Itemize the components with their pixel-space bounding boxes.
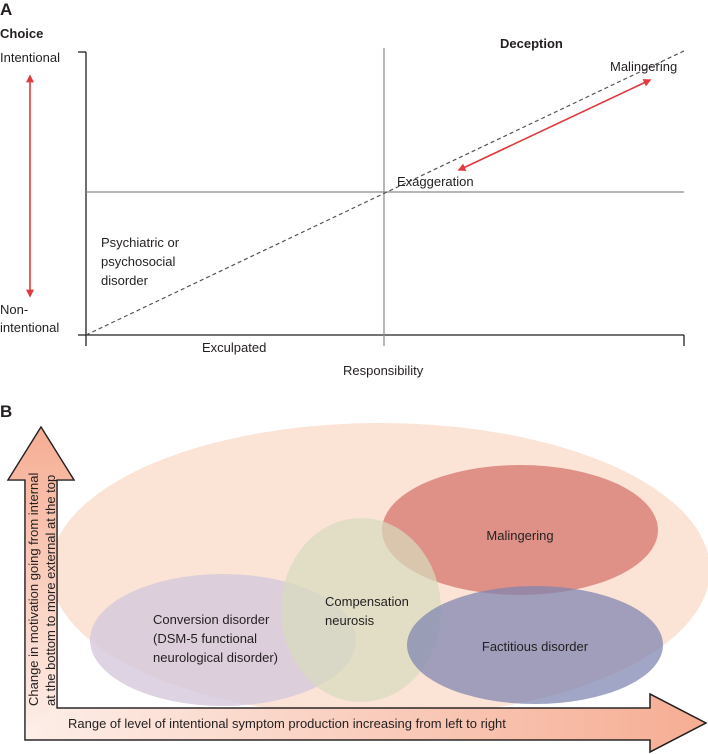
psychiatric-label-line2: psychosocial	[101, 254, 176, 269]
y-top-label-intentional: Intentional	[0, 50, 60, 65]
malingering-label-b: Malingering	[486, 528, 553, 543]
compensation-label-line2: neurosis	[325, 613, 375, 628]
y-bottom-label-line1: Non-	[0, 302, 28, 317]
exaggeration-malingering-arrow-icon	[457, 79, 652, 171]
axes-arrow-outline	[6, 425, 708, 754]
psychiatric-label-line1: Psychiatric or	[101, 235, 180, 250]
panel-a: A Choice Intentional Non- intentional De…	[0, 0, 687, 378]
y-arrow-label-line2: at the bottom to more external at the to…	[43, 475, 58, 706]
psychiatric-label-line3: disorder	[101, 273, 149, 288]
y-arrow-label-line1: Change in motivation going from internal	[26, 472, 41, 706]
exculpated-label: Exculpated	[202, 340, 266, 355]
conversion-label-line2: (DSM-5 functional	[153, 631, 257, 646]
compensation-label-line1: Compensation	[325, 594, 409, 609]
panel-b-label: B	[0, 402, 12, 421]
set-malingering	[382, 465, 658, 595]
exaggeration-label: Exaggeration	[397, 174, 474, 189]
panel-b: B Malingering Factitious disorder Conver…	[0, 402, 708, 754]
x-arrow-label: Range of level of intentional symptom pr…	[68, 716, 506, 731]
conversion-label-line1: Conversion disorder	[153, 612, 270, 627]
set-compensation	[281, 518, 441, 702]
responsibility-label: Responsibility	[343, 363, 424, 378]
vertical-arrow-fill	[8, 427, 74, 740]
set-factitious	[407, 586, 663, 704]
panel-a-label: A	[0, 0, 12, 19]
malingering-label-a: Malingering	[610, 59, 677, 74]
y-bottom-label-line2: intentional	[0, 320, 59, 335]
deception-label: Deception	[500, 36, 563, 51]
factitious-label: Factitious disorder	[482, 639, 589, 654]
conversion-label-line3: neurological disorder)	[153, 650, 278, 665]
y-axis-title-choice: Choice	[0, 26, 43, 41]
